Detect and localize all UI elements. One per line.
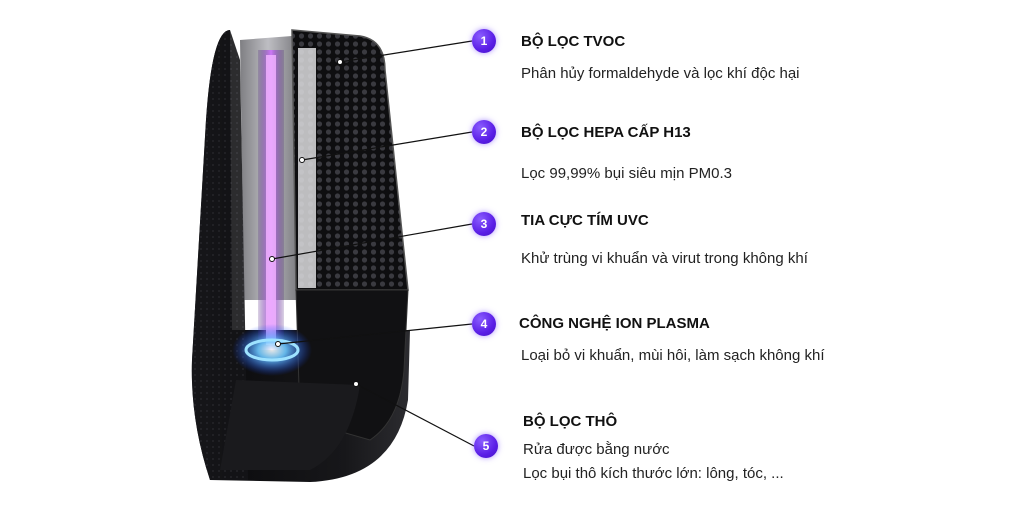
feature-5-description-2: Lọc bụi thô kích thước lớn: lông, tóc, .… — [523, 465, 784, 482]
leader-dot-2 — [299, 157, 305, 163]
leader-dot-3 — [269, 256, 275, 262]
badge-4: 4 — [472, 312, 496, 336]
feature-3-title: TIA CỰC TÍM UVC — [521, 212, 649, 229]
badge-2: 2 — [472, 120, 496, 144]
feature-4-title: CÔNG NGHỆ ION PLASMA — [519, 315, 710, 332]
device-left-side — [191, 30, 248, 480]
feature-3-description: Khử trùng vi khuẩn và virut trong không … — [521, 250, 808, 267]
ion-plasma-ring — [244, 338, 300, 362]
badge-1: 1 — [472, 29, 496, 53]
feature-2-title: BỘ LỌC HEPA CẤP H13 — [521, 124, 691, 141]
leader-dot-4 — [275, 341, 281, 347]
tvoc-filter-strip — [298, 48, 316, 288]
feature-5-title: BỘ LỌC THÔ — [523, 413, 618, 430]
feature-2-description: Lọc 99,99% bụi siêu mịn PM0.3 — [521, 165, 732, 182]
leader-line-5 — [355, 383, 475, 447]
uv-lamp-core — [266, 55, 276, 345]
feature-1-description: Phân hủy formaldehyde và lọc khí độc hại — [521, 65, 800, 82]
leader-line-3 — [271, 223, 473, 260]
ion-plasma-glow — [232, 324, 312, 376]
base-grille — [220, 380, 360, 470]
leader-line-2 — [301, 131, 473, 161]
leader-dot-1 — [337, 59, 343, 65]
hepa-filter-panel — [291, 29, 409, 291]
feature-4-description: Loại bỏ vi khuẩn, mùi hôi, làm sạch khôn… — [521, 347, 825, 364]
leader-line-4 — [277, 323, 473, 345]
badge-5: 5 — [474, 434, 498, 458]
leader-line-1 — [339, 40, 473, 63]
leader-dot-5 — [353, 381, 359, 387]
badge-3: 3 — [472, 212, 496, 236]
feature-1-title: BỘ LỌC TVOC — [521, 33, 626, 50]
feature-5-description: Rửa được bằng nước — [523, 441, 670, 458]
